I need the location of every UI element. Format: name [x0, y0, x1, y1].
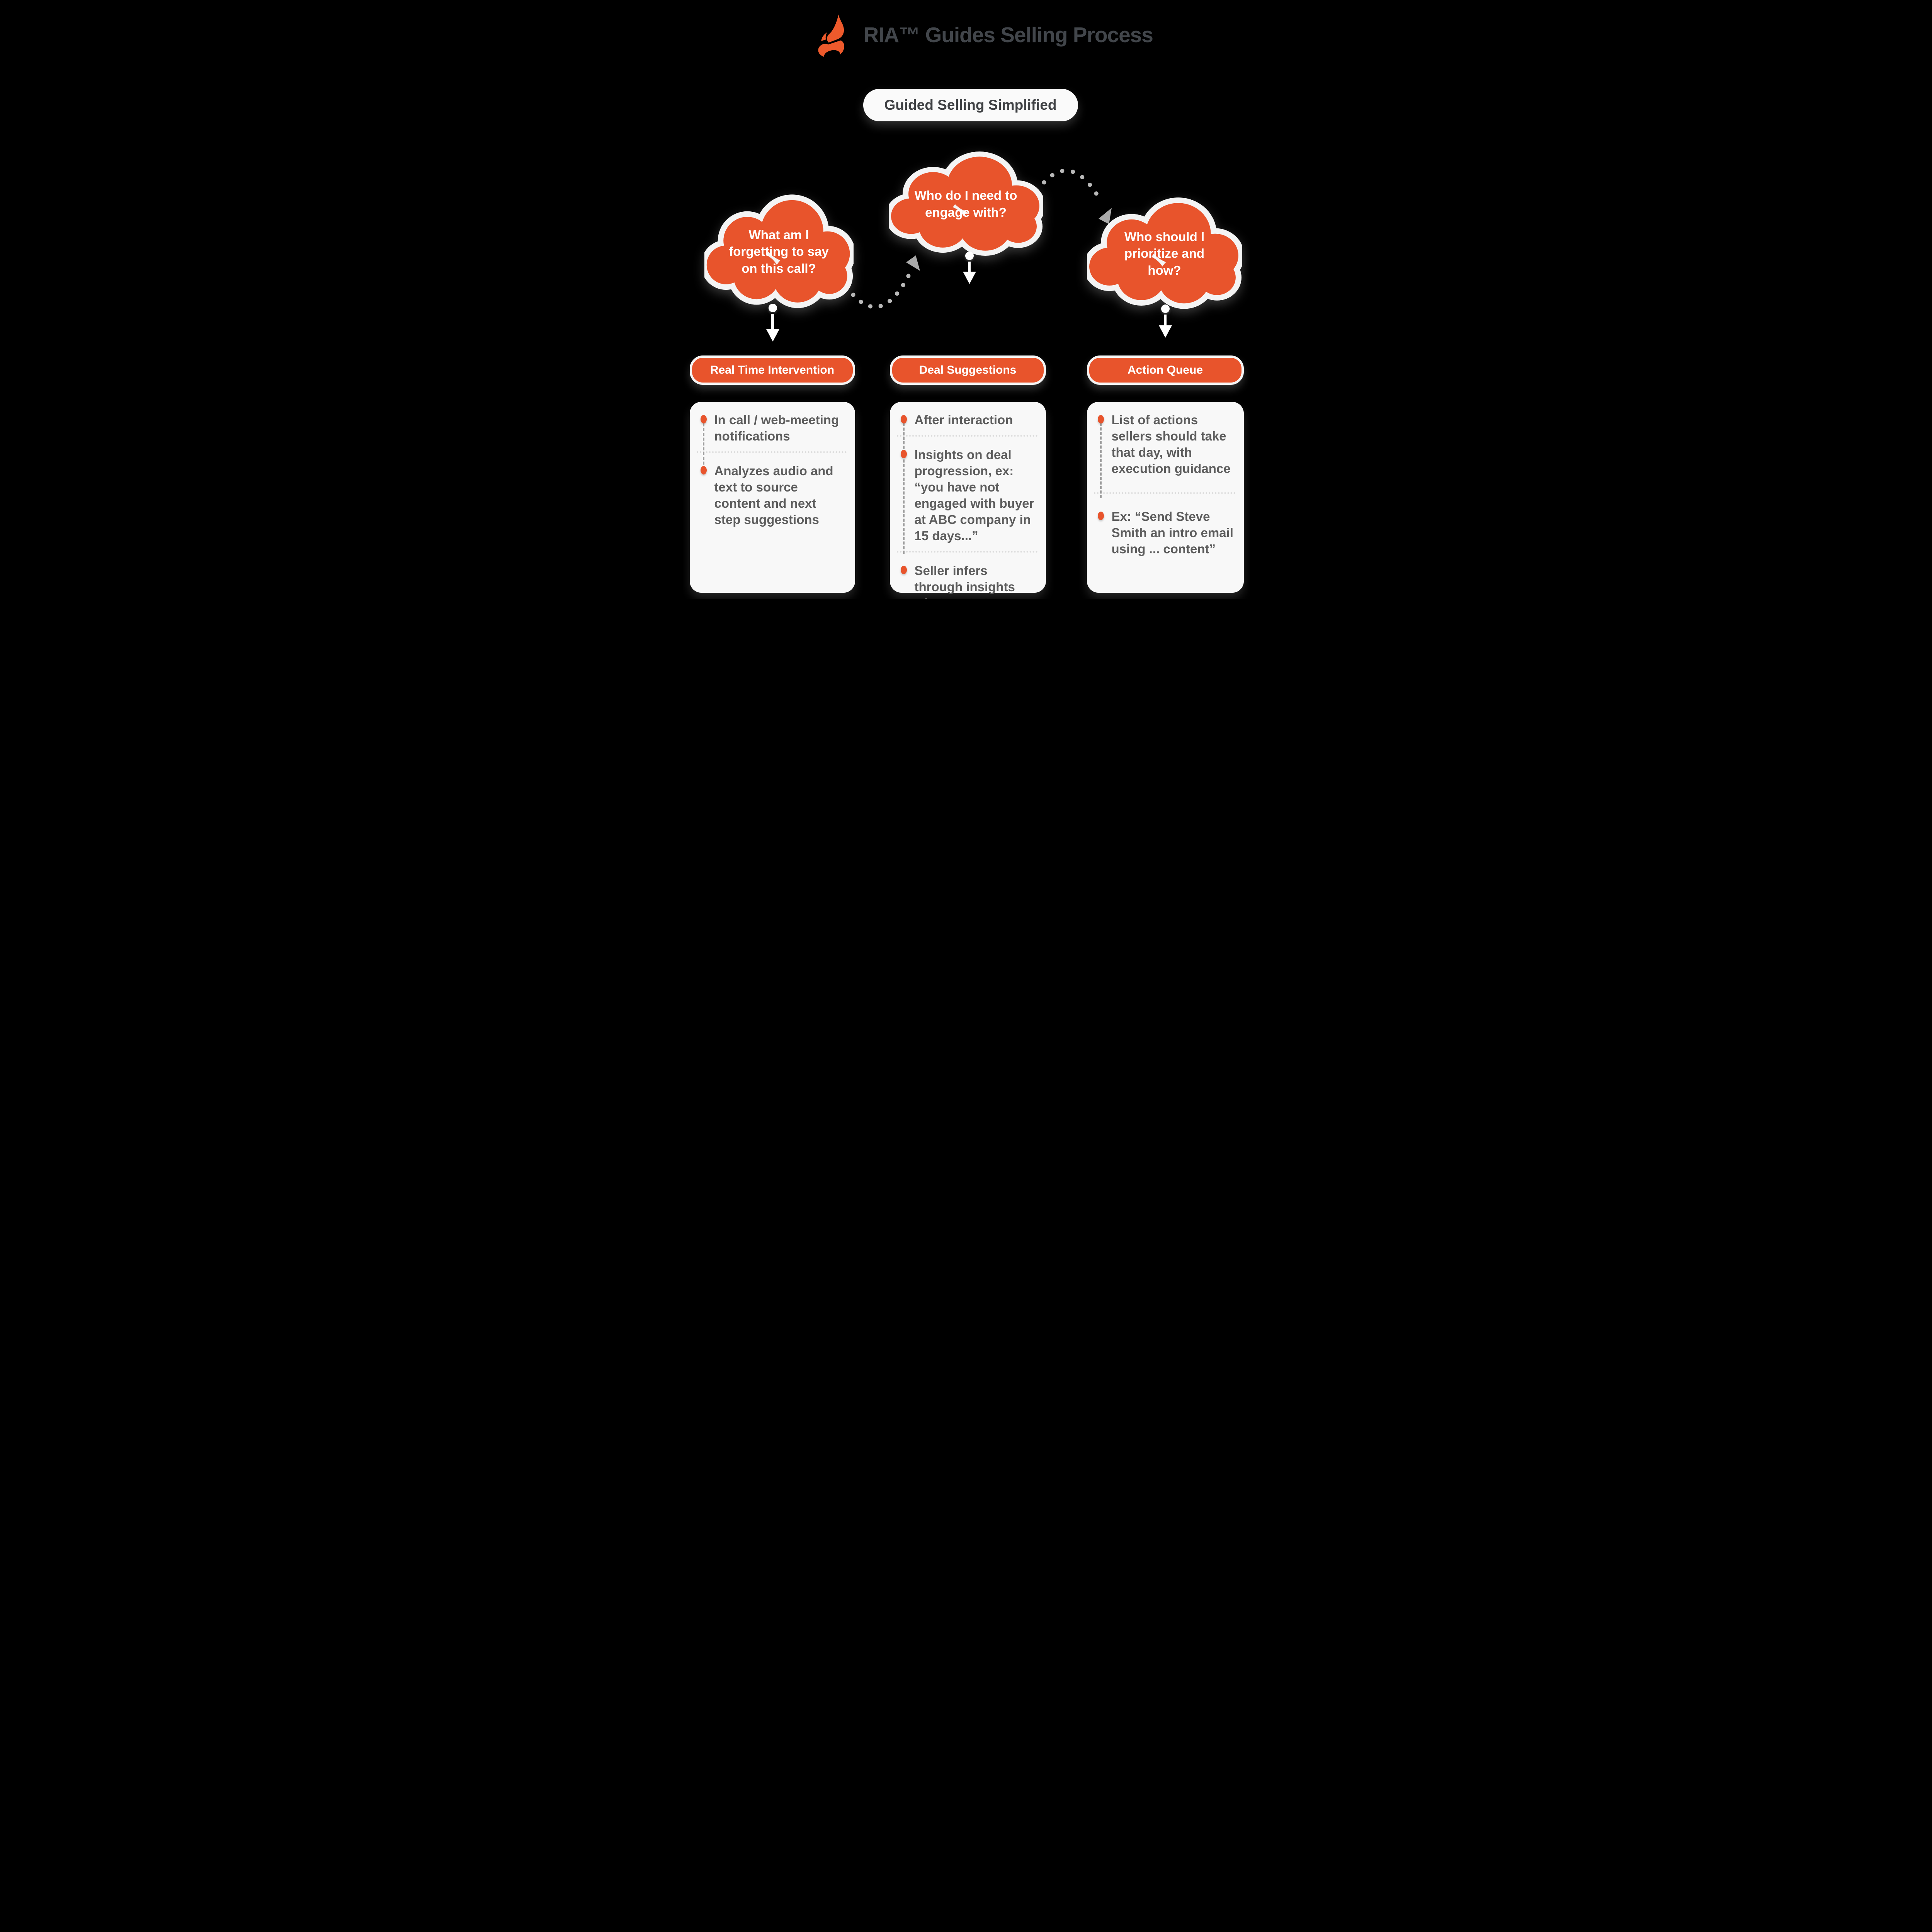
stage-pill-deal-suggestions: Deal Suggestions [889, 355, 1046, 385]
divider [896, 435, 1037, 437]
divider [896, 551, 1037, 553]
list-item-text: Ex: “Send Steve Smith an intro email usi… [1111, 509, 1233, 556]
bullet-dot-icon [900, 566, 907, 574]
down-arrow-icon [968, 262, 971, 272]
list-item-text: Seller infers through insights what next… [914, 563, 1015, 599]
list-item-text: Insights on deal progression, ex: “you h… [914, 447, 1034, 543]
bullet-dot-icon [900, 450, 907, 458]
list-item: Ex: “Send Steve Smith an intro email usi… [1087, 509, 1244, 557]
banner-label: Guided Selling Simplified [884, 97, 1057, 113]
list-item: In call / web-meeting notifications [690, 412, 855, 444]
down-arrow-icon [766, 329, 779, 342]
cloud-question: Who do I need to engage with? [914, 188, 1017, 219]
banner-pill: Guided Selling Simplified [863, 89, 1078, 121]
detail-card-deal-suggestions: After interaction Insights on deal progr… [889, 402, 1046, 599]
list-item: After interaction [890, 412, 1046, 428]
flame-icon [818, 14, 844, 60]
cloud-question: What am I forgetting to say on this call… [729, 227, 829, 276]
bullet-connector-line [903, 418, 905, 554]
bullet-dot-icon [700, 415, 707, 423]
thought-cloud-action-queue: Who should I prioritize and how? [1087, 192, 1242, 312]
list-item: Insights on deal progression, ex: “you h… [890, 447, 1046, 544]
stage-pill-real-time-intervention: Real Time Intervention [689, 355, 855, 385]
down-arrow-icon [1163, 315, 1167, 326]
list-item-text: Analyzes audio and text to source conten… [714, 464, 833, 527]
bullet-dot-icon [1097, 512, 1104, 520]
thought-cloud-real-time: What am I forgetting to say on this call… [704, 189, 854, 311]
stage-pill-action-queue: Action Queue [1087, 355, 1244, 385]
pill-label: Deal Suggestions [919, 364, 1017, 376]
thought-cloud-deal-suggestions: Who do I need to engage with? [889, 146, 1043, 259]
down-arrow-icon [1158, 325, 1172, 338]
list-item: List of actions sellers should take that… [1087, 412, 1244, 477]
list-item-text: After interaction [914, 413, 1013, 427]
bullet-dot-icon [700, 466, 707, 474]
list-item: Analyzes audio and text to source conten… [690, 463, 855, 528]
list-item-text: List of actions sellers should take that… [1111, 413, 1231, 476]
bullet-dot-icon [900, 415, 907, 423]
pill-label: Action Queue [1127, 364, 1203, 376]
tail-dot [768, 304, 777, 312]
bullet-connector-line [702, 418, 704, 469]
down-arrow-icon [963, 272, 976, 284]
pill-label: Real Time Intervention [710, 364, 835, 376]
page-title: RIA™ Guides Selling Process [863, 23, 1153, 47]
list-item: Seller infers through insights what next… [890, 563, 1046, 599]
detail-card-action-queue: List of actions sellers should take that… [1087, 402, 1244, 593]
tail-dot [1161, 304, 1170, 313]
cloud-question: Who should I prioritize and how? [1124, 229, 1205, 277]
list-item-text: In call / web-meeting notifications [714, 413, 839, 443]
divider [696, 451, 847, 453]
dotted-arc-left-to-middle [851, 273, 911, 309]
detail-card-real-time-intervention: In call / web-meeting notifications Anal… [689, 402, 855, 593]
down-arrow-icon [771, 314, 774, 330]
bullet-dot-icon [1097, 415, 1104, 423]
bullet-connector-line [1100, 418, 1102, 498]
tail-dot [965, 252, 974, 260]
divider [1094, 492, 1235, 494]
infographic-canvas: RIA™ Guides Selling Process Guided Selli… [682, 0, 1250, 599]
